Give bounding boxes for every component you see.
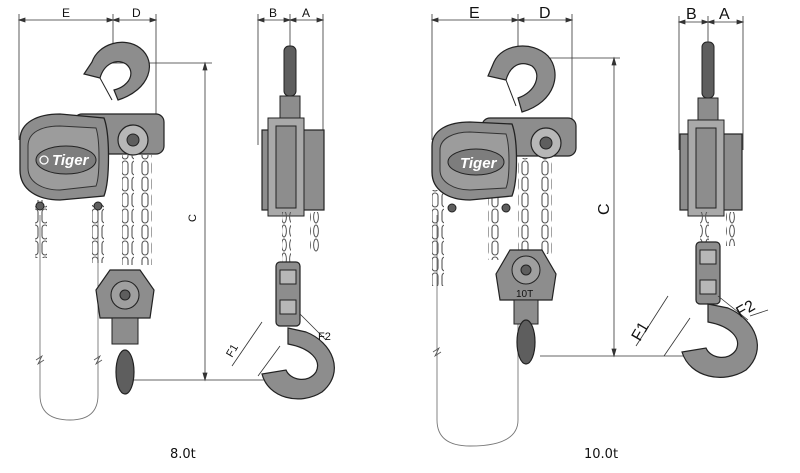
left-brand-logo: Tiger	[52, 152, 90, 169]
left-side-view: B A F1 F2	[224, 6, 335, 400]
left-dim-f1-label: F1	[224, 342, 241, 359]
left-front-dim-ed	[17, 14, 158, 140]
left-dim-a-label: A	[302, 6, 310, 20]
right-dim-d-label: D	[539, 5, 551, 22]
right-dim-e-label: E	[469, 5, 480, 22]
right-capacity-mark: 10T	[516, 289, 533, 300]
left-dim-f2-label: F2	[318, 331, 331, 343]
right-dim-c-label: C	[596, 203, 613, 215]
left-dim-e-label: E	[62, 6, 70, 20]
left-front-view: E D C Tiger	[17, 6, 290, 421]
left-dim-c-label: C	[187, 214, 199, 222]
hoist-side-icon	[261, 117, 325, 217]
left-model-caption: 8.0t	[170, 447, 196, 462]
right-front-view: E D C Tiger 1	[430, 5, 700, 447]
left-front-dim-c	[113, 61, 290, 382]
right-dim-b-label: B	[686, 6, 697, 23]
hook-icon	[83, 41, 150, 101]
right-side-view: B A F1 F2	[629, 6, 769, 378]
hoist-front-icon	[19, 113, 165, 211]
left-dim-d-label: D	[132, 6, 141, 20]
right-dim-a-label: A	[719, 6, 730, 23]
chain-icon	[35, 200, 47, 258]
left-dim-b-label: B	[269, 6, 277, 20]
right-model-caption: 10.0t	[584, 447, 619, 462]
right-dim-f1-label: F1	[629, 319, 653, 344]
right-brand-logo: Tiger	[460, 155, 498, 172]
left-hand-chain-loop	[39, 215, 99, 421]
